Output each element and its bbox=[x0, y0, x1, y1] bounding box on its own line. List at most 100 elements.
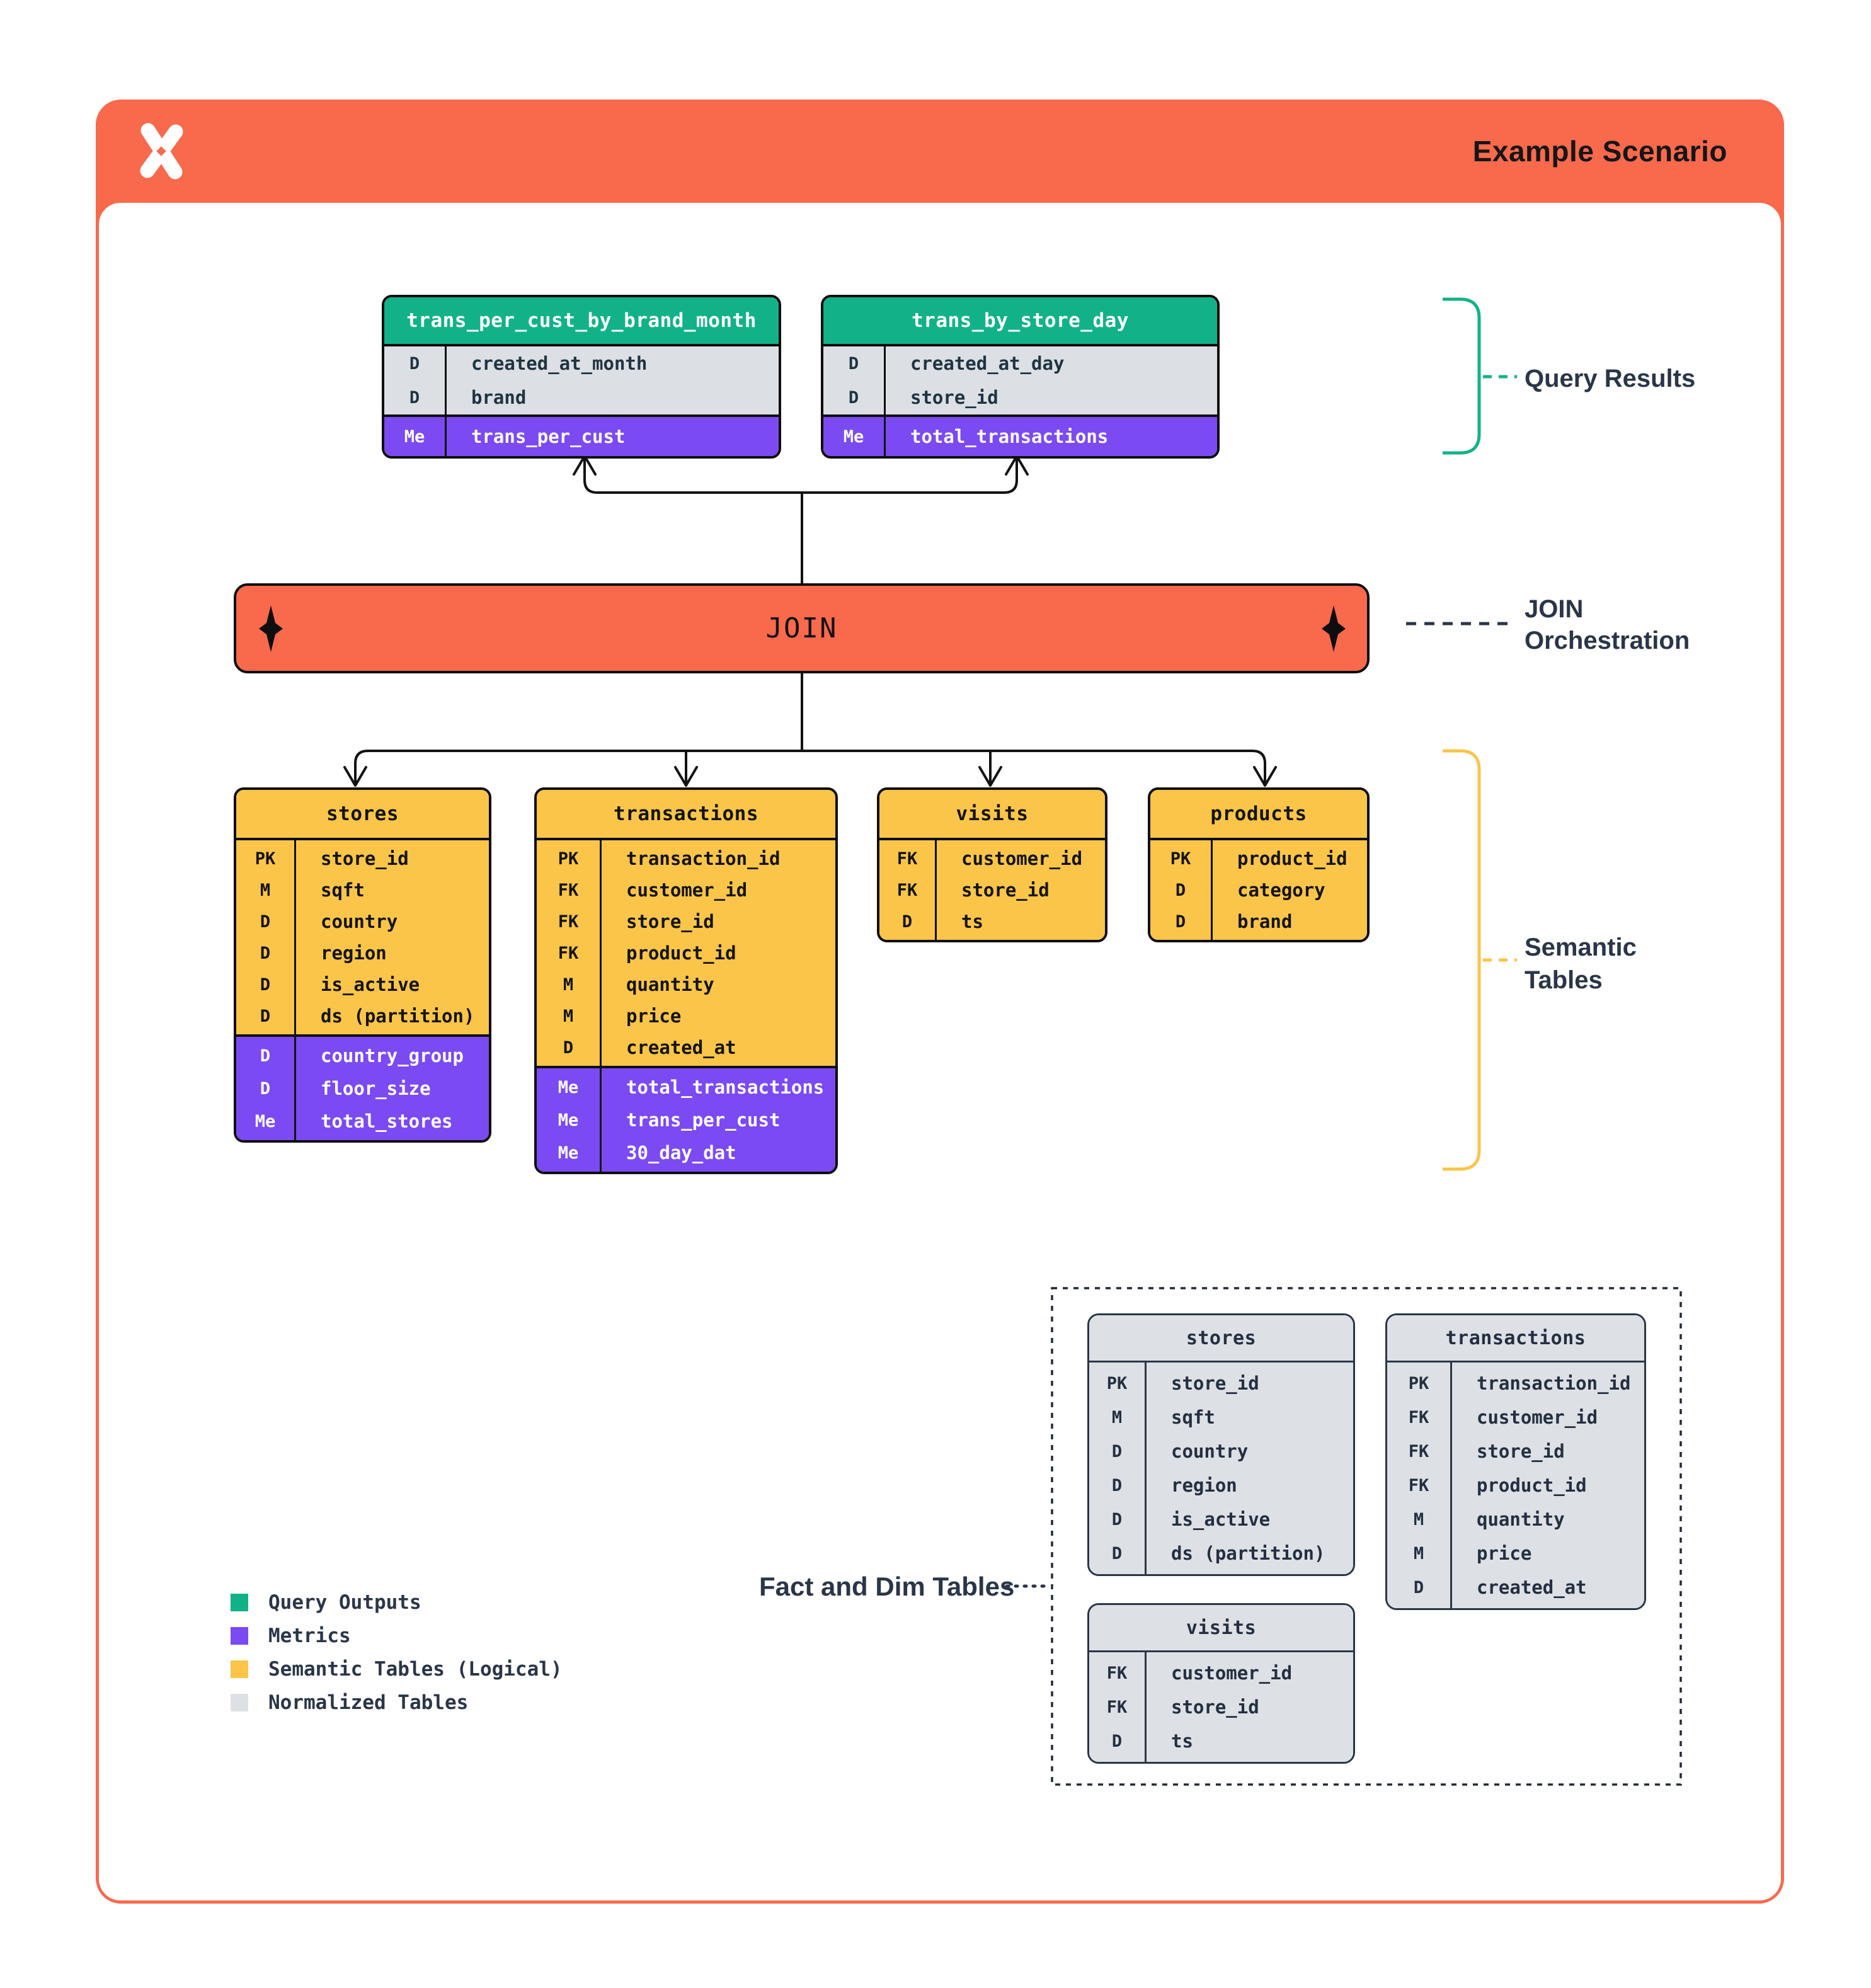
legend-swatch-gray bbox=[231, 1694, 248, 1711]
table-name: products bbox=[1150, 790, 1367, 838]
column-key-badge: D bbox=[260, 943, 271, 963]
column-name: region bbox=[321, 942, 387, 964]
column-name: floor_size bbox=[321, 1078, 431, 1099]
column-name: country bbox=[1171, 1441, 1249, 1462]
column-key-badge: FK bbox=[896, 848, 918, 869]
table-row: FK product_id bbox=[1387, 1468, 1644, 1502]
legend-label: Semantic Tables (Logical) bbox=[268, 1658, 563, 1681]
column-name: store_id bbox=[626, 911, 714, 932]
column-name: store_id bbox=[910, 387, 998, 408]
column-key-badge: Me bbox=[558, 1143, 579, 1163]
column-name: sqft bbox=[321, 879, 365, 901]
legend-label: Query Outputs bbox=[268, 1591, 421, 1614]
column-name: trans_per_cust bbox=[626, 1109, 781, 1131]
column-key-badge: D bbox=[260, 974, 271, 995]
column-name: region bbox=[1171, 1475, 1237, 1496]
column-name: transaction_id bbox=[1477, 1373, 1631, 1394]
table-name: trans_per_cust_by_brand_month bbox=[384, 297, 779, 344]
column-key-badge: Me bbox=[404, 426, 425, 447]
join-node: JOIN bbox=[234, 583, 1370, 673]
annotation-semantic-tables: Semantic Tables bbox=[1525, 934, 1637, 994]
diamond-spark-icon bbox=[259, 605, 283, 652]
table-name: stores bbox=[1089, 1315, 1353, 1361]
column-name: price bbox=[1477, 1543, 1532, 1564]
column-key-badge: FK bbox=[1106, 1697, 1128, 1717]
column-key-badge: D bbox=[563, 1037, 574, 1058]
column-name: created_at bbox=[626, 1037, 736, 1058]
column-key-badge: Me bbox=[558, 1110, 579, 1130]
column-key-badge: Me bbox=[843, 426, 864, 447]
column-name: customer_id bbox=[626, 879, 748, 901]
table-row: Me trans_per_cust bbox=[537, 1104, 835, 1136]
legend-swatch-yellow bbox=[231, 1660, 248, 1678]
column-key-badge: D bbox=[260, 911, 271, 932]
legend-item-semantic-tables: Semantic Tables (Logical) bbox=[231, 1658, 563, 1681]
table-name: visits bbox=[879, 790, 1105, 838]
table-name: trans_by_store_day bbox=[823, 297, 1217, 344]
column-key-badge: D bbox=[1111, 1731, 1123, 1751]
annotation-join-orchestration: JOIN Orchestration bbox=[1525, 595, 1690, 654]
column-name: total_stores bbox=[321, 1111, 453, 1132]
column-key-badge: D bbox=[848, 353, 859, 374]
legend-swatch-purple bbox=[231, 1627, 248, 1645]
column-name: customer_id bbox=[1171, 1662, 1293, 1684]
legend-item-normalized-tables: Normalized Tables bbox=[231, 1691, 563, 1714]
join-label: JOIN bbox=[765, 612, 838, 644]
column-name: price bbox=[626, 1005, 682, 1027]
column-key-badge: FK bbox=[1408, 1441, 1429, 1461]
column-key-badge: D bbox=[260, 1006, 271, 1026]
column-key-badge: D bbox=[848, 387, 859, 408]
column-name: total_transactions bbox=[626, 1077, 825, 1098]
column-name: quantity bbox=[626, 974, 714, 995]
column-name: product_id bbox=[1477, 1475, 1587, 1496]
column-key-badge: M bbox=[1111, 1407, 1123, 1427]
column-name: ts bbox=[961, 911, 983, 932]
table-name: transactions bbox=[537, 790, 835, 838]
column-key-badge: D bbox=[1175, 911, 1186, 932]
column-key-badge: FK bbox=[558, 911, 579, 932]
annotation-fact-dim-tables: Fact and Dim Tables bbox=[759, 1572, 1015, 1601]
table-name: stores bbox=[236, 790, 489, 838]
column-name: is_active bbox=[321, 974, 420, 995]
column-name: sqft bbox=[1171, 1407, 1215, 1428]
brand-x-logo bbox=[140, 123, 183, 180]
column-key-badge: FK bbox=[1408, 1475, 1429, 1495]
